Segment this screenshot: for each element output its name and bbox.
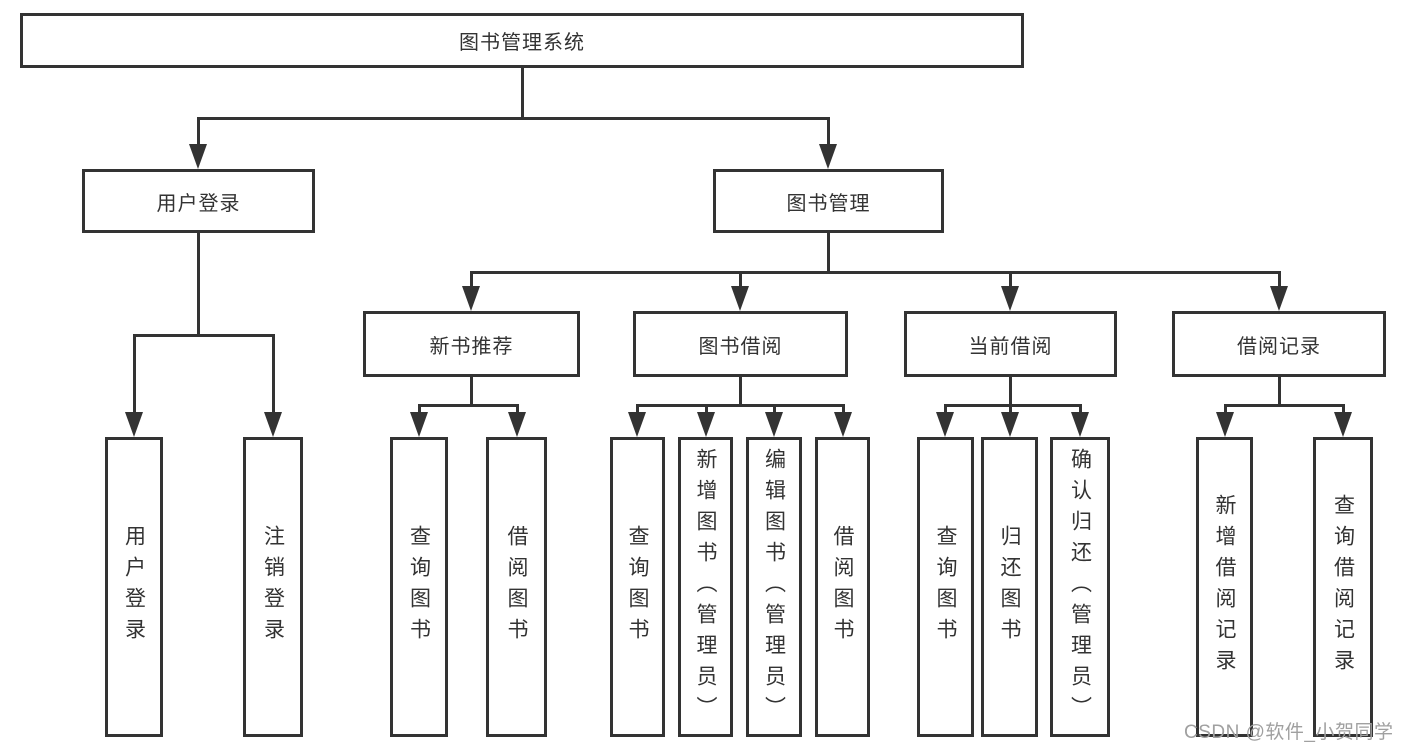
arrowhead-down-icon <box>834 412 852 437</box>
connector-drop <box>827 117 830 145</box>
connector-newbooks-bar <box>418 404 518 407</box>
connector-drop <box>133 334 136 412</box>
node-user-login: 用户登录 <box>82 169 315 233</box>
arrowhead-down-icon <box>508 412 526 437</box>
arrowhead-down-icon <box>410 412 428 437</box>
connector-drop <box>1278 271 1281 287</box>
arrowhead-down-icon <box>731 286 749 311</box>
node-book-management: 图书管理 <box>713 169 944 233</box>
node-current-borrow: 当前借阅 <box>904 311 1117 377</box>
node-library-management-system: 图书管理系统 <box>20 13 1024 68</box>
arrowhead-down-icon <box>462 286 480 311</box>
connector-drop <box>739 271 742 287</box>
connector-drop <box>1009 404 1012 414</box>
arrowhead-down-icon <box>628 412 646 437</box>
connector-drop <box>516 404 519 414</box>
arrowhead-down-icon <box>264 412 282 437</box>
arrowhead-down-icon <box>1216 412 1234 437</box>
connector-root-stem <box>521 68 524 118</box>
connector-drop <box>418 404 421 414</box>
connector-drop <box>1009 271 1012 287</box>
leaf-query-books: 查询图书 <box>917 437 974 737</box>
leaf-logout: 注销登录 <box>243 437 303 737</box>
connector-userlogin-stem <box>197 233 200 335</box>
connector-borrowrecords-stem <box>1278 377 1281 405</box>
leaf-edit-books-admin: 编辑图书（管理员） <box>746 437 802 737</box>
arrowhead-down-icon <box>1001 286 1019 311</box>
connector-bookmgmt-stem <box>827 233 830 273</box>
connector-drop <box>272 334 275 412</box>
connector-drop <box>197 117 200 145</box>
connector-drop <box>773 404 776 414</box>
leaf-user-login: 用户登录 <box>105 437 163 737</box>
connector-drop <box>470 271 473 287</box>
connector-userlogin-bar <box>133 334 275 337</box>
connector-bookborrow-stem <box>739 377 742 405</box>
arrowhead-down-icon <box>1001 412 1019 437</box>
arrowhead-down-icon <box>1071 412 1089 437</box>
csdn-watermark: CSDN @软件_小贺同学 <box>1184 722 1394 743</box>
arrowhead-down-icon <box>125 412 143 437</box>
arrowhead-down-icon <box>697 412 715 437</box>
node-borrow-records: 借阅记录 <box>1172 311 1386 377</box>
connector-bookmgmt-bar <box>470 271 1280 274</box>
connector-drop <box>842 404 845 414</box>
node-book-borrow: 图书借阅 <box>633 311 848 377</box>
leaf-query-borrow-record: 查询借阅记录 <box>1313 437 1373 737</box>
connector-drop <box>1224 404 1227 414</box>
leaf-query-books: 查询图书 <box>390 437 448 737</box>
arrowhead-down-icon <box>1334 412 1352 437</box>
connector-newbooks-stem <box>470 377 473 405</box>
connector-drop <box>1342 404 1345 414</box>
leaf-confirm-return-admin: 确认归还（管理员） <box>1050 437 1110 737</box>
connector-drop <box>705 404 708 414</box>
connector-root-bar <box>197 117 830 120</box>
node-new-book-recommend: 新书推荐 <box>363 311 580 377</box>
leaf-borrow-books: 借阅图书 <box>486 437 547 737</box>
connector-drop <box>636 404 639 414</box>
arrowhead-down-icon <box>936 412 954 437</box>
leaf-add-borrow-record: 新增借阅记录 <box>1196 437 1253 737</box>
connector-bookborrow-bar <box>636 404 844 407</box>
connector-currentborrow-stem <box>1009 377 1012 405</box>
connector-drop <box>944 404 947 414</box>
arrowhead-down-icon <box>765 412 783 437</box>
arrowhead-down-icon <box>819 144 837 169</box>
arrowhead-down-icon <box>1270 286 1288 311</box>
connector-currentborrow-bar <box>944 404 1082 407</box>
connector-drop <box>1079 404 1082 414</box>
leaf-query-books: 查询图书 <box>610 437 665 737</box>
arrowhead-down-icon <box>189 144 207 169</box>
connector-borrowrecords-bar <box>1224 404 1344 407</box>
leaf-return-books: 归还图书 <box>981 437 1038 737</box>
leaf-borrow-books: 借阅图书 <box>815 437 870 737</box>
leaf-add-books-admin: 新增图书（管理员） <box>678 437 733 737</box>
